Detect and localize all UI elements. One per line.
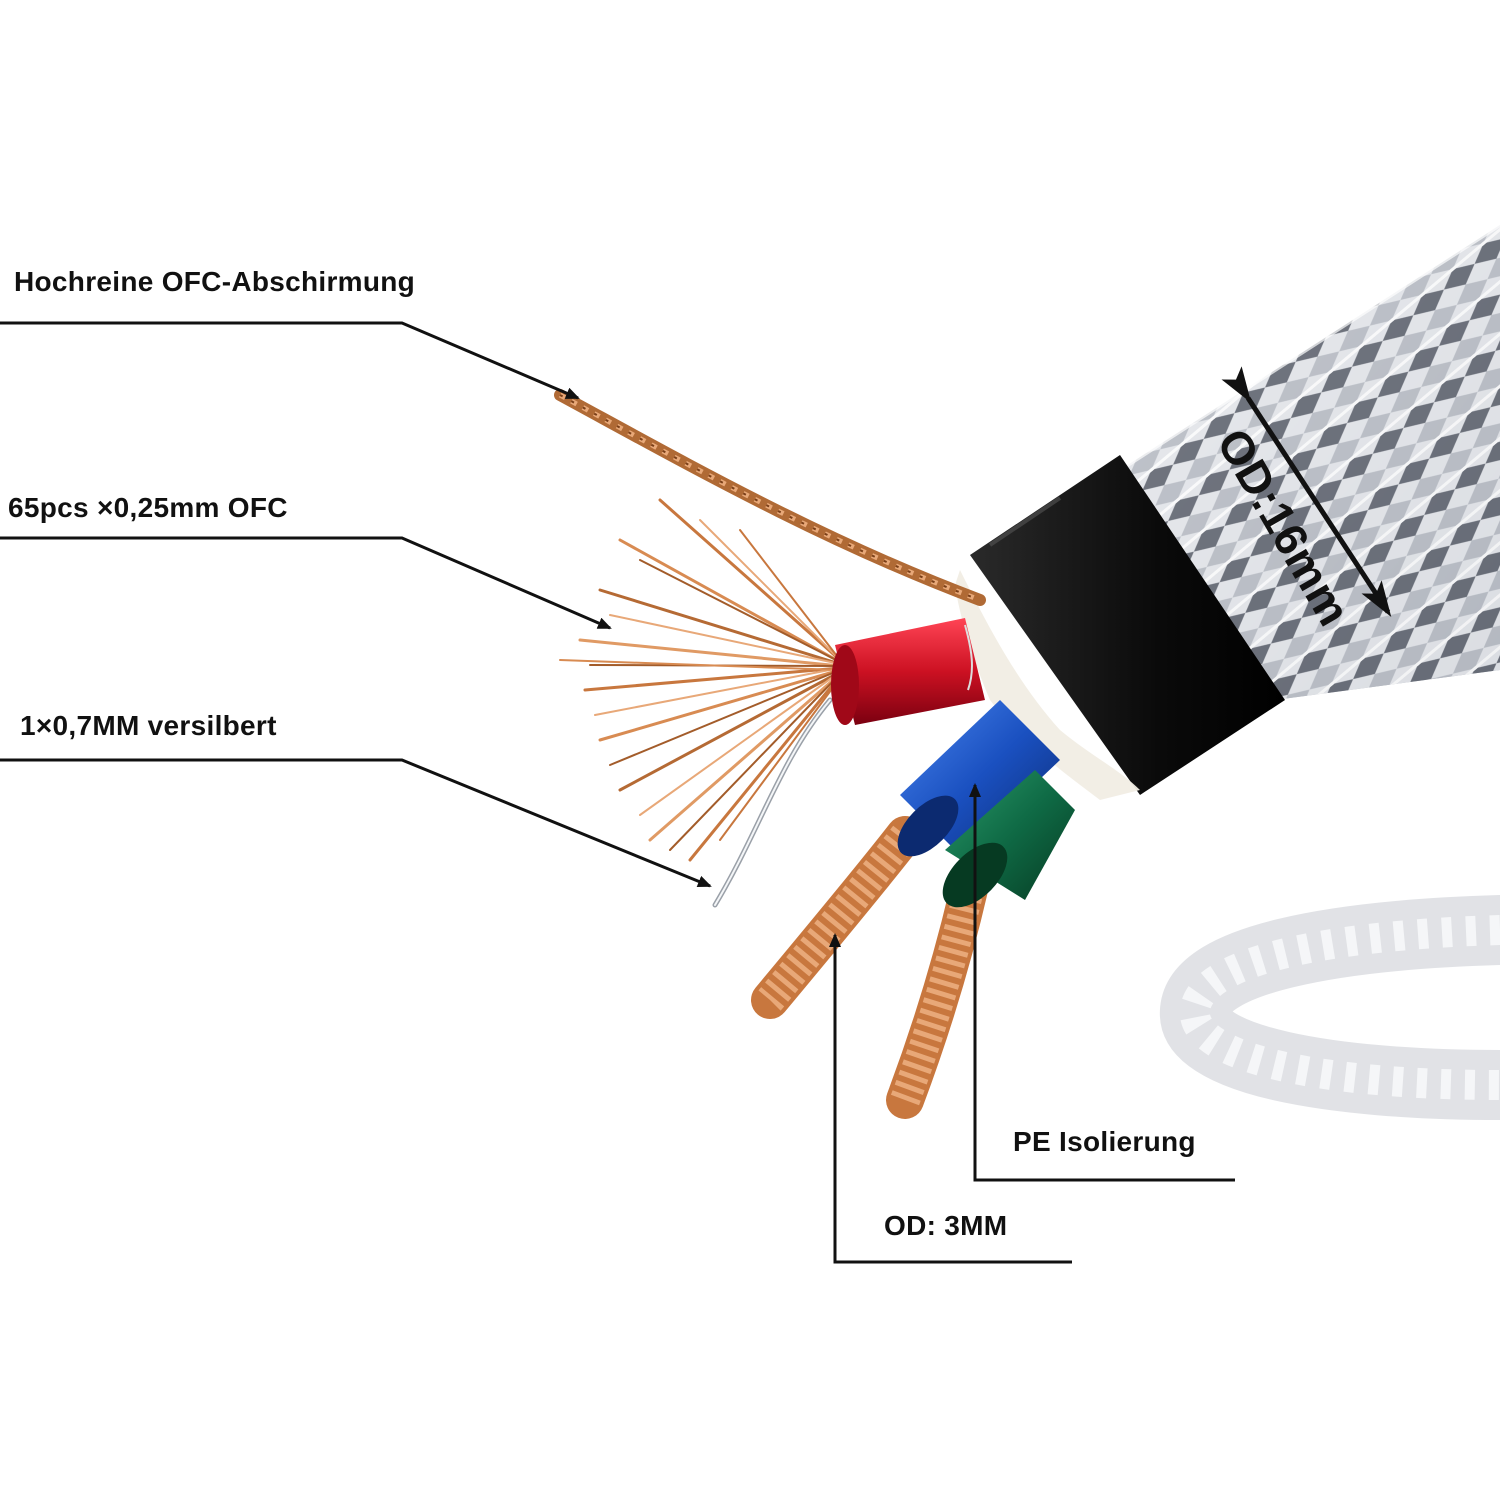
silver-plated-wire (712, 697, 833, 908)
label-silver-wire: 1×0,7MM versilbert (20, 710, 277, 741)
leader-line-conductor-od (829, 933, 1072, 1264)
leader-line-strands (0, 536, 612, 630)
label-ofc-shielding: Hochreine OFC-Abschirmung (14, 266, 416, 297)
green-insulated-core (886, 770, 1075, 1119)
leader-line-shielding (0, 321, 580, 400)
leader-lines (0, 321, 1235, 1264)
red-insulated-core (831, 618, 985, 725)
label-conductor-od: OD: 3MM (884, 1210, 1008, 1241)
label-copper-strands: 65pcs ×0,25mm OFC (8, 492, 288, 523)
coiled-cable (1160, 895, 1500, 1120)
label-pe-insulation: PE Isolierung (1013, 1126, 1196, 1157)
leader-line-insulation (969, 783, 1235, 1182)
leader-line-silver (0, 758, 712, 888)
blue-insulated-core (751, 700, 1060, 1019)
shielding-copper-strand (554, 389, 986, 606)
copper-strand-fan (559, 498, 842, 862)
